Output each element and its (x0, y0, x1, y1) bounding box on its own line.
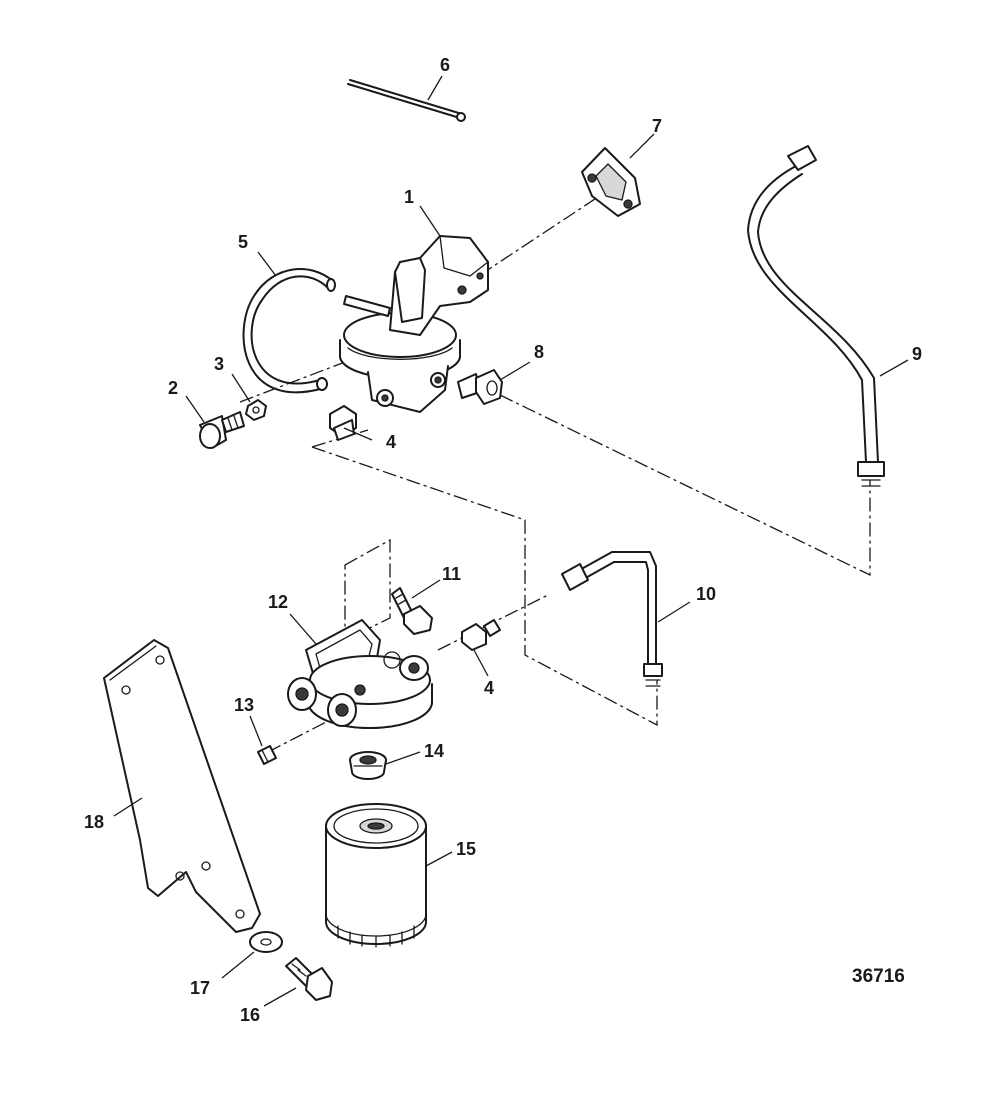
callout-13: 13 (234, 695, 254, 715)
part-17-washer (249, 931, 283, 953)
callout-14: 14 (424, 741, 444, 761)
callout-4-upper: 4 (386, 432, 396, 452)
plug13-line (267, 719, 331, 753)
part-3-nut (245, 399, 267, 421)
callout-labels: 1 2 3 4 5 6 7 8 9 10 11 12 13 4 14 15 16… (84, 55, 922, 1025)
callout-6: 6 (440, 55, 450, 75)
callout-16: 16 (240, 1005, 260, 1025)
callout-15: 15 (456, 839, 476, 859)
part-14-nipple (349, 751, 387, 780)
assembly-lines (239, 196, 871, 753)
figure-number: 36716 (852, 966, 905, 987)
leader-11 (411, 579, 441, 599)
leader-4-upper (343, 427, 373, 441)
leader-4-lower (473, 649, 489, 677)
fitting-to-line9-line (499, 394, 871, 577)
leader-3 (231, 373, 251, 403)
part-4-upper-fitting (329, 405, 357, 441)
callout-8: 8 (534, 342, 544, 362)
part-9-fuel-line (747, 145, 885, 487)
part-16-bolt (285, 957, 333, 1001)
part-4-lower-fitting (461, 619, 501, 651)
bolt11-guide (344, 538, 391, 642)
callout-2: 2 (168, 378, 178, 398)
part-2-elbow (199, 411, 245, 449)
callout-1: 1 (404, 187, 414, 207)
leader-16 (263, 987, 297, 1007)
leader-5 (257, 251, 277, 277)
leader-6 (427, 75, 443, 101)
callout-3: 3 (214, 354, 224, 374)
callout-11: 11 (442, 564, 461, 584)
leader-13 (249, 715, 263, 747)
callout-4-lower: 4 (484, 678, 494, 698)
part-6-push-rod (347, 79, 466, 122)
part-1-fuel-pump (339, 235, 489, 413)
callout-12: 12 (268, 592, 288, 612)
part-15-filter (325, 803, 427, 948)
leader-12 (289, 613, 317, 645)
part-18-bracket (103, 639, 261, 933)
callout-5: 5 (238, 232, 248, 252)
leader-15 (425, 851, 453, 867)
callout-10: 10 (696, 584, 716, 604)
leader-7 (629, 133, 655, 159)
leader-1 (419, 205, 441, 237)
leader-9 (879, 359, 909, 377)
fitting-to-pump-line (239, 361, 346, 403)
pump-to-gasket-line (479, 196, 599, 276)
callout-7: 7 (652, 116, 662, 136)
callout-9: 9 (912, 344, 922, 364)
leader-17 (221, 951, 255, 979)
part-10-fuel-line (561, 551, 663, 687)
part-13-plug (257, 745, 277, 765)
leader-2 (185, 395, 205, 423)
part-12-filter-head (287, 619, 433, 729)
leader-18 (113, 797, 143, 817)
part-7-gasket (581, 147, 641, 217)
leader-10 (657, 601, 691, 623)
callout-17: 17 (190, 978, 210, 998)
part-11-bolt (391, 587, 433, 635)
callout-18: 18 (84, 812, 104, 832)
part-8-fitting (457, 369, 503, 405)
leader-8 (499, 361, 531, 381)
leader-14 (385, 751, 421, 765)
part-5-hose (242, 268, 336, 394)
leader-lines (113, 75, 909, 1007)
fitting4-to-line10-line (311, 446, 658, 727)
